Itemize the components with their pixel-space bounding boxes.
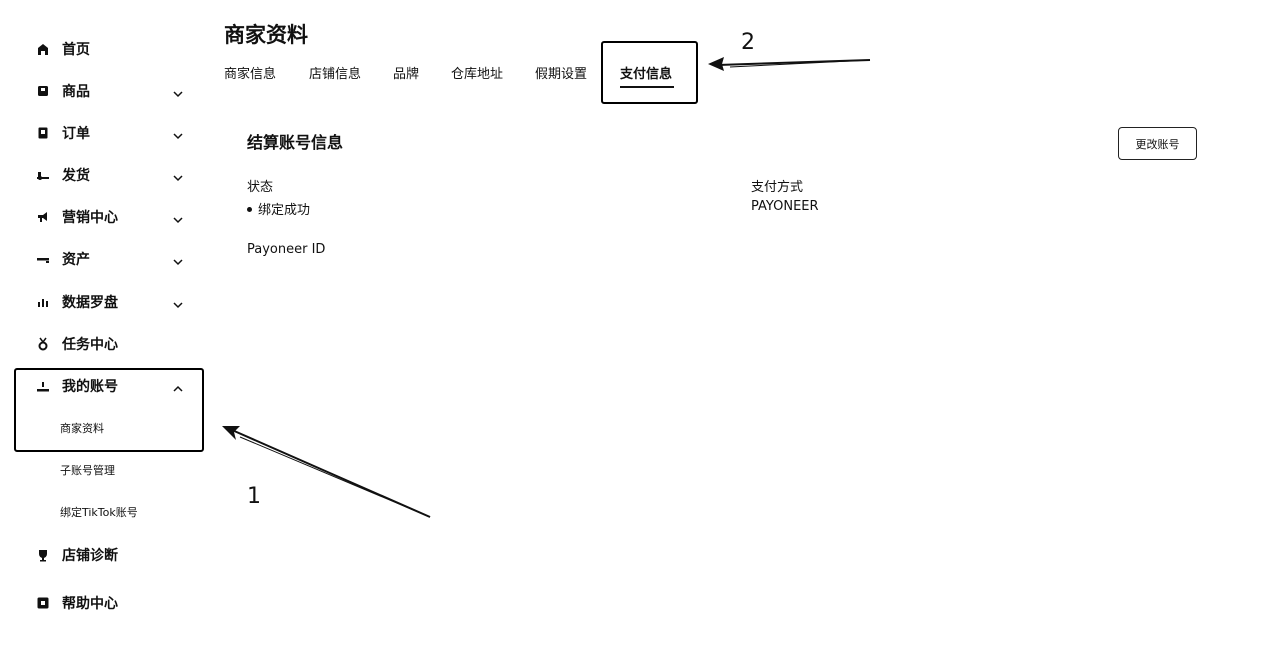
sidebar-item-label: 商品 [62, 84, 90, 100]
chevron-down-icon[interactable] [172, 127, 184, 140]
home-icon [36, 42, 50, 56]
trophy-icon [36, 548, 50, 562]
sidebar-item-label: 首页 [62, 42, 90, 58]
product-icon [36, 84, 50, 98]
sidebar-item-task-center[interactable]: 任务中心 [36, 329, 188, 359]
sidebar-item-label: 店铺诊断 [62, 548, 118, 564]
sidebar-item-label: 我的账号 [62, 379, 118, 395]
sidebar-item-shipping[interactable]: 发货 [36, 160, 188, 190]
sidebar-item-products[interactable]: 商品 [36, 76, 188, 106]
account-icon [36, 379, 50, 393]
change-account-button[interactable]: 更改账号 [1118, 127, 1197, 160]
chevron-down-icon[interactable] [172, 211, 184, 224]
tab-merchant-info[interactable]: 商家信息 [224, 67, 277, 82]
status-text: 绑定成功 [258, 203, 311, 218]
medal-icon [36, 337, 50, 351]
status-dot-icon [247, 207, 252, 212]
chevron-down-icon[interactable] [172, 169, 184, 182]
sidebar-item-my-account[interactable]: 我的账号 [36, 371, 188, 401]
chart-icon [36, 295, 50, 309]
sidebar: 首页 商品 订单 发货 [0, 0, 205, 650]
payment-method-label: 支付方式 [751, 180, 804, 195]
sidebar-item-orders[interactable]: 订单 [36, 118, 188, 148]
chevron-down-icon[interactable] [172, 85, 184, 98]
sidebar-subitem-merchant-profile[interactable]: 商家资料 [60, 422, 104, 435]
payment-method-value: PAYONEER [751, 199, 819, 214]
shipping-icon [36, 168, 50, 182]
sidebar-item-label: 订单 [62, 126, 90, 142]
tab-warehouse-address[interactable]: 仓库地址 [451, 67, 504, 82]
annotation-number-2: 2 [741, 30, 755, 55]
sidebar-item-label: 发货 [62, 168, 90, 184]
arrow-2-icon [708, 57, 871, 71]
sidebar-item-data-compass[interactable]: 数据罗盘 [36, 287, 188, 317]
highlight-box-account [14, 368, 204, 452]
tab-store-info[interactable]: 店铺信息 [309, 67, 362, 82]
chevron-down-icon[interactable] [172, 296, 184, 309]
highlight-box-payment-tab [601, 41, 698, 104]
sidebar-subitem-sub-accounts[interactable]: 子账号管理 [60, 464, 115, 477]
section-title: 结算账号信息 [247, 133, 344, 152]
sidebar-item-label: 任务中心 [62, 337, 118, 353]
sidebar-item-label: 资产 [62, 252, 90, 268]
sidebar-item-help-center[interactable]: 帮助中心 [36, 588, 188, 618]
status-value: 绑定成功 [247, 199, 310, 218]
help-icon [36, 596, 50, 610]
active-tab-indicator [620, 86, 674, 88]
sidebar-item-marketing[interactable]: 营销中心 [36, 202, 188, 232]
order-icon [36, 126, 50, 140]
payoneer-id-label: Payoneer ID [247, 242, 326, 257]
page-title: 商家资料 [224, 23, 308, 47]
status-label: 状态 [247, 180, 274, 195]
sidebar-item-label: 数据罗盘 [62, 295, 118, 311]
tab-holiday-settings[interactable]: 假期设置 [535, 67, 588, 82]
chevron-down-icon[interactable] [172, 253, 184, 266]
tab-brand[interactable]: 品牌 [393, 67, 420, 82]
annotation-number-1: 1 [247, 484, 261, 509]
sidebar-item-assets[interactable]: 资产 [36, 244, 188, 274]
sidebar-item-store-diagnosis[interactable]: 店铺诊断 [36, 540, 188, 570]
sidebar-item-label: 帮助中心 [62, 596, 118, 612]
sidebar-item-home[interactable]: 首页 [36, 34, 188, 64]
wallet-icon [36, 252, 50, 266]
sidebar-item-label: 营销中心 [62, 210, 118, 226]
tab-payment-info[interactable]: 支付信息 [620, 67, 673, 82]
sidebar-subitem-bind-tiktok[interactable]: 绑定TikTok账号 [60, 506, 138, 519]
chevron-up-icon[interactable] [172, 380, 184, 392]
marketing-icon [36, 210, 50, 224]
